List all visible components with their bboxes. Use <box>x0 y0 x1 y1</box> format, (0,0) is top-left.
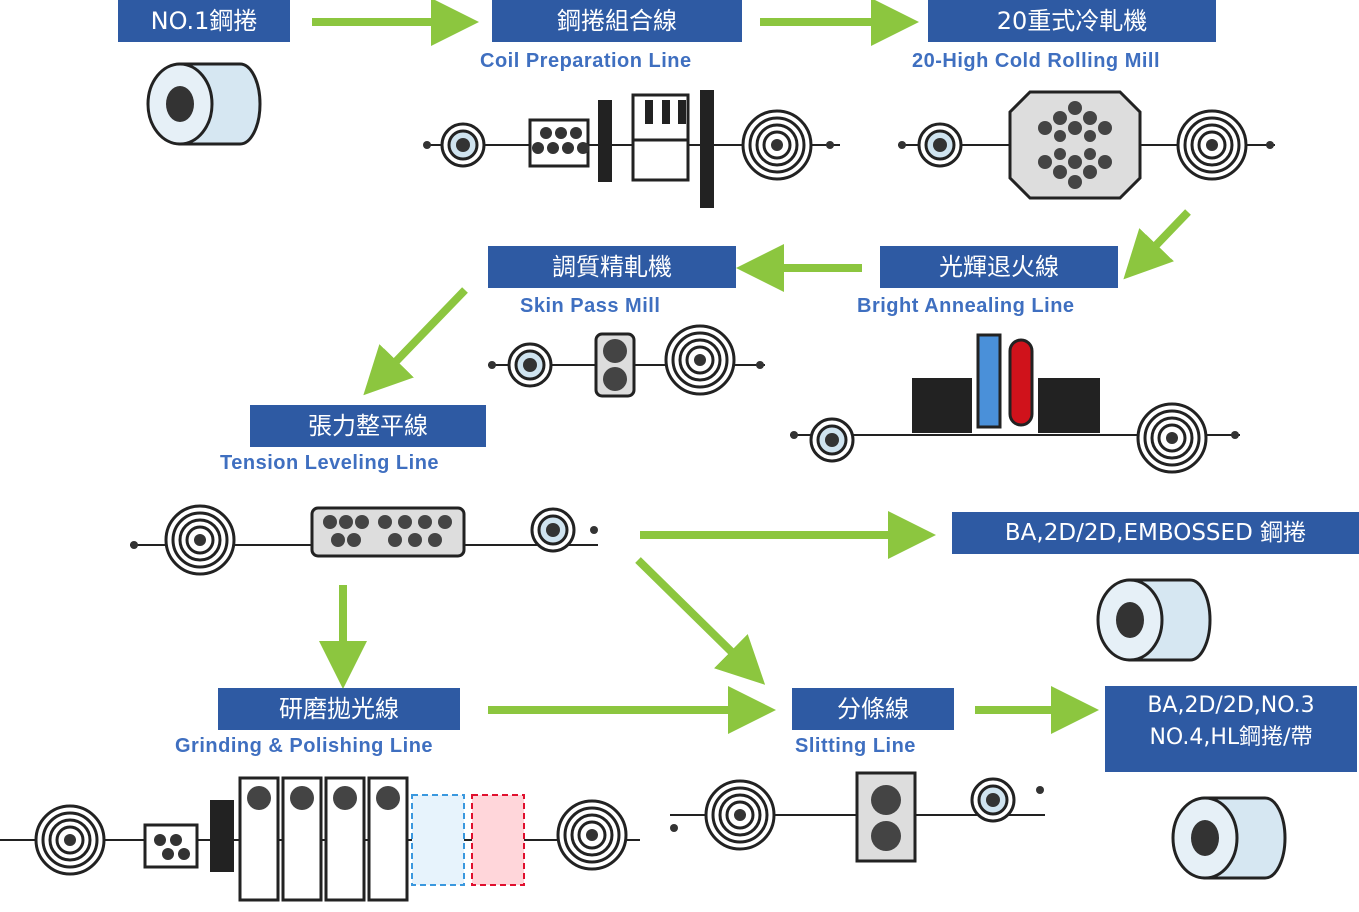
node-label-coil-in: NO.1鋼捲 <box>118 0 290 42</box>
output-label-line1: BA,2D/2D,NO.3 <box>1147 693 1315 718</box>
node-subtitle-skin-pass: Skin Pass Mill <box>520 295 661 317</box>
node-subtitle-slitting: Slitting Line <box>795 735 916 757</box>
flow-arrows <box>312 0 1191 734</box>
arrow-tension-to-slitting <box>635 557 766 685</box>
node-subtitle-tension-level: Tension Leveling Line <box>220 452 440 474</box>
node-subtitle-grind-polish: Grinding & Polishing Line <box>175 735 434 757</box>
node-subtitle-coil-prep: Coil Preparation Line <box>480 50 692 72</box>
slitting-icon <box>670 771 1045 863</box>
node-label-grind-polish: 研磨拋光線 <box>218 688 460 730</box>
coil-prep-machine-icon <box>423 90 840 208</box>
arrow-skinpass-to-tension <box>363 287 468 396</box>
node-label-slitting: 分條線 <box>792 688 954 730</box>
node-label-skin-pass: 調質精軋機 <box>488 246 736 288</box>
node-label-coil-prep: 鋼捲組合線 <box>492 0 742 42</box>
node-subtitle-mill20: 20-High Cold Rolling Mill <box>912 50 1161 72</box>
mill-20high-icon <box>898 90 1275 200</box>
tension-leveling-icon <box>130 504 598 576</box>
coil-input-icon <box>146 62 262 146</box>
grinding-polishing-icon <box>0 776 640 902</box>
coil-output-ba-icon <box>1096 578 1212 662</box>
arrow-mill-to-anneal <box>1123 209 1191 280</box>
node-label-tension-level: 張力整平線 <box>250 405 486 447</box>
node-label-mill20: 20重式冷軋機 <box>928 0 1216 42</box>
node-label-bright-anneal: 光輝退火線 <box>880 246 1118 288</box>
node-subtitle-bright-anneal: Bright Annealing Line <box>857 295 1075 317</box>
coil-output-no3-icon <box>1171 796 1287 880</box>
output-label-line2: NO.4,HL鋼捲/帶 <box>1149 725 1313 750</box>
bright-annealing-icon <box>790 333 1240 474</box>
output-label-no3-no4: BA,2D/2D,NO.3 NO.4,HL鋼捲/帶 <box>1105 686 1357 772</box>
skin-pass-mill-icon <box>488 324 765 398</box>
output-label-ba-embossed: BA,2D/2D,EMBOSSED 鋼捲 <box>952 512 1359 554</box>
